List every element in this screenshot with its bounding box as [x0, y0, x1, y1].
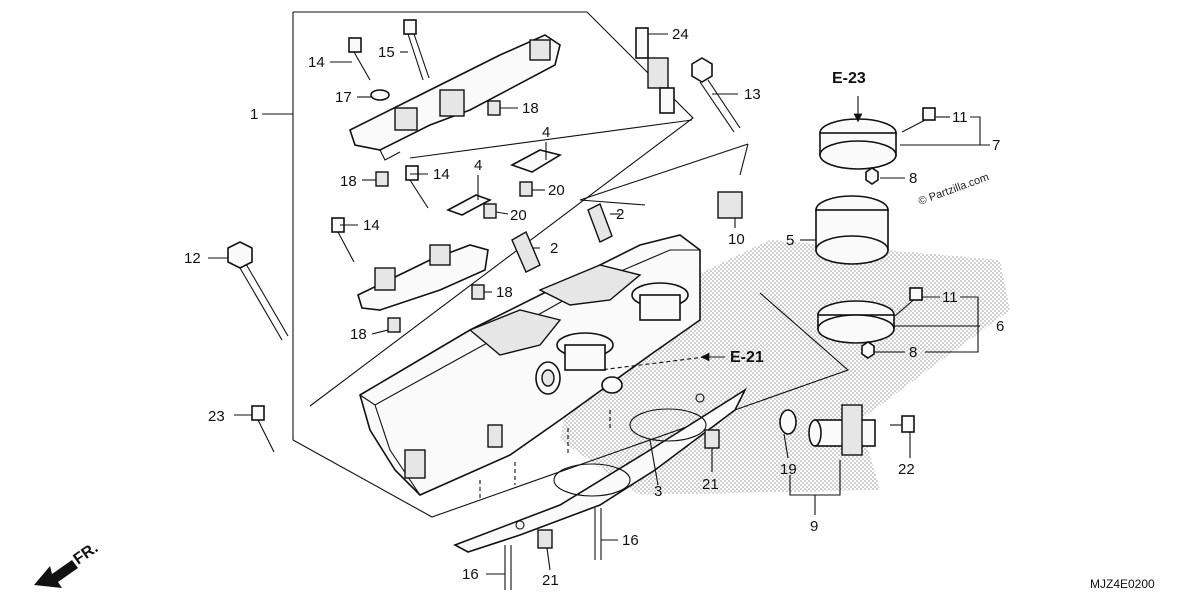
callout-1: 1: [250, 106, 258, 123]
callout-17: 17: [335, 89, 352, 106]
dowels-20: [483, 181, 533, 219]
front-label: FR.: [71, 540, 102, 569]
callout-11: 11: [952, 109, 968, 126]
callout-24: 24: [672, 26, 689, 43]
callout-11: 11: [942, 289, 958, 306]
washer-17: [370, 89, 390, 101]
head-gasket: [453, 387, 747, 553]
leader-lines: [208, 33, 990, 575]
callout-15: 15: [378, 44, 395, 61]
callout-21: 21: [702, 476, 719, 493]
callout-3: 3: [654, 483, 662, 500]
cylinder-head: [359, 234, 701, 500]
callout-23: 23: [208, 408, 225, 425]
assembly-frame-lines: [292, 11, 850, 518]
callout-20: 20: [510, 207, 527, 224]
reference-e21: E-21: [730, 349, 764, 366]
band-7: [819, 118, 897, 170]
front-arrow-icon: [34, 560, 78, 588]
callout-14: 14: [433, 166, 450, 183]
bolt-14-a: [348, 37, 371, 81]
callout-4: 4: [474, 157, 482, 174]
callout-20: 20: [548, 182, 565, 199]
callout-18: 18: [496, 284, 513, 301]
callout-18: 18: [350, 326, 367, 343]
spark-plug-24: [635, 27, 675, 114]
studs-16: [504, 508, 602, 590]
diagram-code: MJZ4E0200: [1090, 577, 1155, 591]
collar-10: [717, 191, 743, 219]
callout-22: 22: [898, 461, 915, 478]
bolt-14-b: [405, 165, 429, 209]
callout-12: 12: [184, 250, 201, 267]
callout-2: 2: [616, 206, 624, 223]
callout-5: 5: [786, 232, 794, 249]
callout-16: 16: [462, 566, 479, 583]
callout-6: 6: [996, 318, 1004, 335]
front-direction-indicator: FR.: [34, 540, 101, 588]
callout-4: 4: [542, 124, 550, 141]
reference-e23: E-23: [832, 70, 866, 87]
callout-14: 14: [308, 54, 325, 71]
watermark: © Partzilla.com: [917, 171, 991, 208]
bolt-23: [251, 405, 275, 453]
insulator-5: [815, 195, 889, 265]
callout-8: 8: [909, 170, 917, 187]
callout-14: 14: [363, 217, 380, 234]
callout-labels: 1 2 2 3 4 4 5 6 7 8 8 9 10 11 11 12 13 1…: [184, 26, 1004, 589]
callout-10: 10: [728, 231, 745, 248]
screws-11: [894, 107, 936, 317]
valve-cover-upper: [349, 34, 561, 161]
gaskets-4: [446, 149, 563, 216]
bolt-13: [691, 57, 741, 133]
callout-13: 13: [744, 86, 761, 103]
callout-18: 18: [340, 173, 357, 190]
dowels-2: [511, 203, 613, 273]
o-ring-19: [779, 409, 797, 435]
callout-18: 18: [522, 100, 539, 117]
bolt-12: [227, 241, 289, 341]
callout-16: 16: [622, 532, 639, 549]
callout-8: 8: [909, 344, 917, 361]
callout-19: 19: [780, 461, 797, 478]
callout-2: 2: [550, 240, 558, 257]
bolt-22: [890, 415, 915, 433]
valve-cover-lower: [357, 244, 489, 311]
callout-7: 7: [992, 137, 1000, 154]
nuts-8: [861, 167, 879, 359]
seals-18: [375, 100, 501, 333]
callout-9: 9: [810, 518, 818, 535]
callout-21: 21: [542, 572, 559, 589]
bolt-15: [403, 19, 430, 81]
band-6: [817, 300, 895, 344]
sensor-9: [808, 404, 876, 456]
